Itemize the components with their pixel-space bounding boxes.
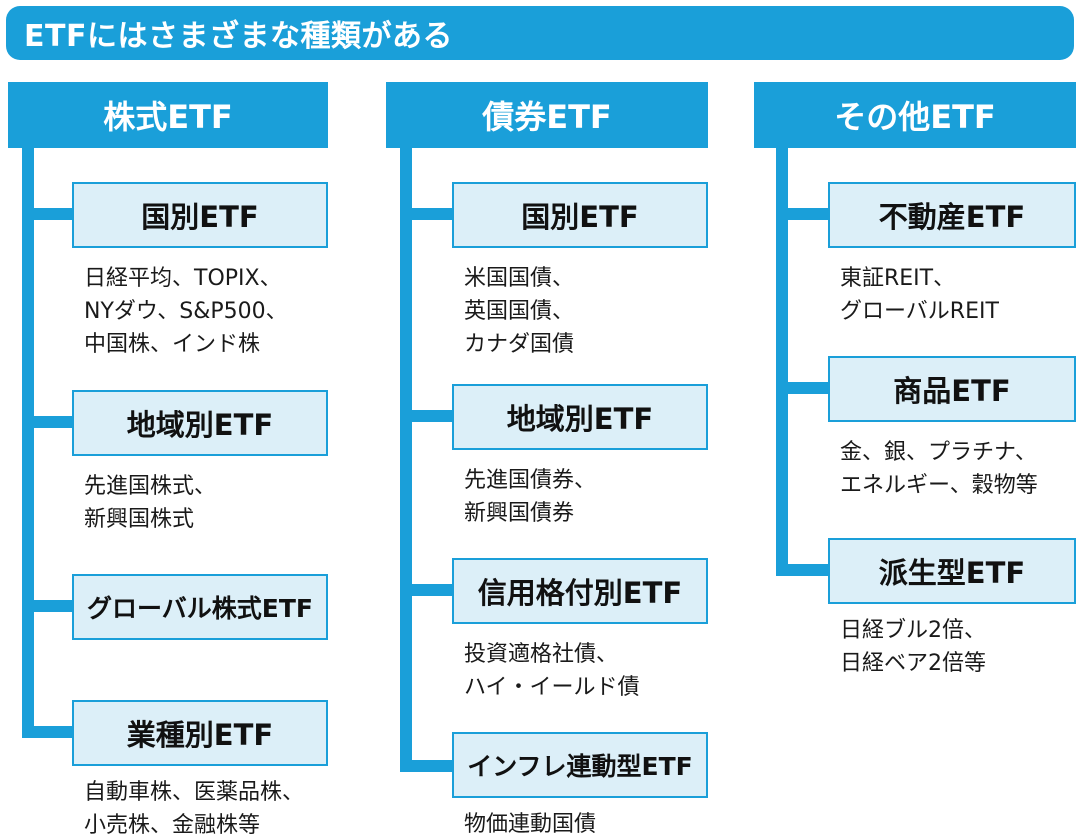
category-other-etf: その他ETF	[754, 82, 1076, 148]
bond-by-country-box: 国別ETF	[452, 182, 708, 248]
equity-by-country-desc: 日経平均、TOPIX、 NYダウ、S&P500、 中国株、インド株	[84, 266, 288, 357]
equity-by-sector-box: 業種別ETF	[72, 700, 328, 766]
derivative-desc: 日経ブル2倍、 日経ベア2倍等	[840, 618, 986, 676]
connector-branch	[22, 208, 74, 220]
real-estate-desc: 東証REIT、 グローバルREIT	[840, 266, 999, 324]
connector-branch	[400, 760, 454, 772]
bond-by-region-desc: 先進国債券、 新興国債券	[464, 468, 597, 526]
connector-branch	[776, 382, 830, 394]
commodity-desc: 金、銀、プラチナ、 エネルギー、穀物等	[840, 440, 1038, 498]
equity-by-sector-desc: 自動車株、医薬品株、 小売株、金融株等	[84, 780, 305, 838]
connector-branch	[400, 584, 454, 596]
commodity-box: 商品ETF	[828, 356, 1076, 422]
inflation-linked-box: インフレ連動型ETF	[452, 732, 708, 798]
equity-by-region-box: 地域別ETF	[72, 390, 328, 456]
equity-by-country-box: 国別ETF	[72, 182, 328, 248]
connector-branch	[400, 410, 454, 422]
real-estate-box: 不動産ETF	[828, 182, 1076, 248]
connector-branch	[400, 208, 454, 220]
bond-by-region-box: 地域別ETF	[452, 384, 708, 450]
connector-line	[776, 148, 788, 576]
equity-by-region-desc: 先進国株式、 新興国株式	[84, 474, 217, 532]
category-equity-etf: 株式ETF	[8, 82, 328, 148]
connector-branch	[22, 726, 74, 738]
bond-by-credit-rating-desc: 投資適格社債、 ハイ・イールド債	[464, 642, 640, 700]
connector-branch	[22, 600, 74, 612]
derivative-box: 派生型ETF	[828, 538, 1076, 604]
connector-branch	[776, 208, 830, 220]
connector-line	[22, 148, 34, 738]
inflation-linked-desc: 物価連動国債	[464, 812, 597, 837]
page-title: ETFにはさまざまな種類がある	[6, 6, 1074, 60]
connector-branch	[22, 416, 74, 428]
bond-by-country-desc: 米国国債、 英国国債、 カナダ国債	[464, 266, 575, 357]
connector-line	[400, 148, 412, 772]
bond-by-credit-rating-box: 信用格付別ETF	[452, 558, 708, 624]
connector-branch	[776, 564, 830, 576]
global-equity-box: グローバル株式ETF	[72, 574, 328, 640]
category-bond-etf: 債券ETF	[386, 82, 708, 148]
